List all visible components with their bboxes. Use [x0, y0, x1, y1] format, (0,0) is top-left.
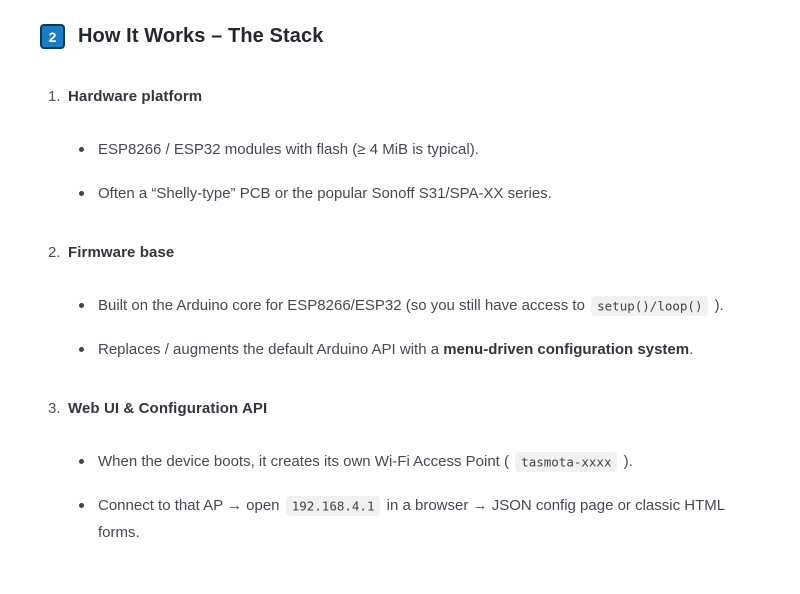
text-segment: When the device boots, it creates its ow… — [98, 453, 514, 470]
section-title: How It Works – The Stack — [78, 25, 324, 47]
numbered-item-web-ui-configuration-api: 3. Web UI & Configuration API When the d… — [40, 397, 746, 546]
bullet-icon — [79, 459, 84, 464]
list-item: ESP8266 / ESP32 modules with flash (≥ 4 … — [78, 136, 746, 163]
list-item: Replaces / augments the default Arduino … — [78, 336, 746, 363]
item-head: 3. Web UI & Configuration API — [40, 397, 746, 421]
list-item: Often a “Shelly-type” PCB or the popular… — [78, 180, 746, 207]
bullet-text: Built on the Arduino core for ESP8266/ES… — [98, 292, 724, 319]
list-item: Connect to that AP → open 192.168.4.1 in… — [78, 492, 746, 546]
item-head: 2. Firmware base — [40, 241, 746, 265]
inline-code: setup()/loop() — [591, 295, 709, 316]
inline-code: 192.168.4.1 — [285, 495, 381, 516]
section-number-badge: 2 — [40, 24, 65, 49]
numbered-item-hardware-platform: 1. Hardware platform ESP8266 / ESP32 mod… — [40, 85, 746, 207]
text-segment: ESP8266 / ESP32 modules with flash (≥ 4 … — [98, 141, 479, 158]
item-number: 1. — [48, 88, 61, 105]
bold-text: menu-driven configuration system — [443, 341, 690, 358]
bullet-text: ESP8266 / ESP32 modules with flash (≥ 4 … — [98, 136, 479, 163]
bullet-text: Connect to that AP → open 192.168.4.1 in… — [98, 492, 746, 546]
numbered-item-firmware-base: 2. Firmware base Built on the Arduino co… — [40, 241, 746, 363]
bullet-icon — [79, 303, 84, 308]
item-number: 3. — [48, 400, 61, 417]
list-item: Built on the Arduino core for ESP8266/ES… — [78, 292, 746, 319]
text-segment: Often a “Shelly-type” PCB or the popular… — [98, 185, 552, 202]
document: 2 How It Works – The Stack 1. Hardware p… — [40, 24, 746, 546]
bullet-icon — [79, 503, 84, 508]
section-heading: 2 How It Works – The Stack — [40, 24, 746, 49]
bullet-icon — [79, 347, 84, 352]
bullet-icon — [79, 191, 84, 196]
text-segment: Replaces / augments the default Arduino … — [98, 341, 444, 358]
item-title: Hardware platform — [68, 88, 203, 105]
list-item: When the device boots, it creates its ow… — [78, 448, 746, 475]
text-segment: . — [689, 341, 694, 358]
item-title: Web UI & Configuration API — [68, 400, 268, 417]
text-segment: in a browser → JSON config page or class… — [98, 497, 729, 541]
inline-code: tasmota-xxxx — [515, 451, 618, 472]
bullet-text: Replaces / augments the default Arduino … — [98, 336, 693, 363]
bullet-text: When the device boots, it creates its ow… — [98, 448, 633, 475]
item-title: Firmware base — [68, 244, 175, 261]
text-segment: Built on the Arduino core for ESP8266/ES… — [98, 297, 590, 314]
bullet-icon — [79, 147, 84, 152]
text-segment: ). — [619, 453, 633, 470]
text-segment: ). — [710, 297, 724, 314]
bullet-text: Often a “Shelly-type” PCB or the popular… — [98, 180, 552, 207]
item-number: 2. — [48, 244, 61, 261]
item-head: 1. Hardware platform — [40, 85, 746, 109]
text-segment: Connect to that AP → open — [98, 497, 284, 514]
